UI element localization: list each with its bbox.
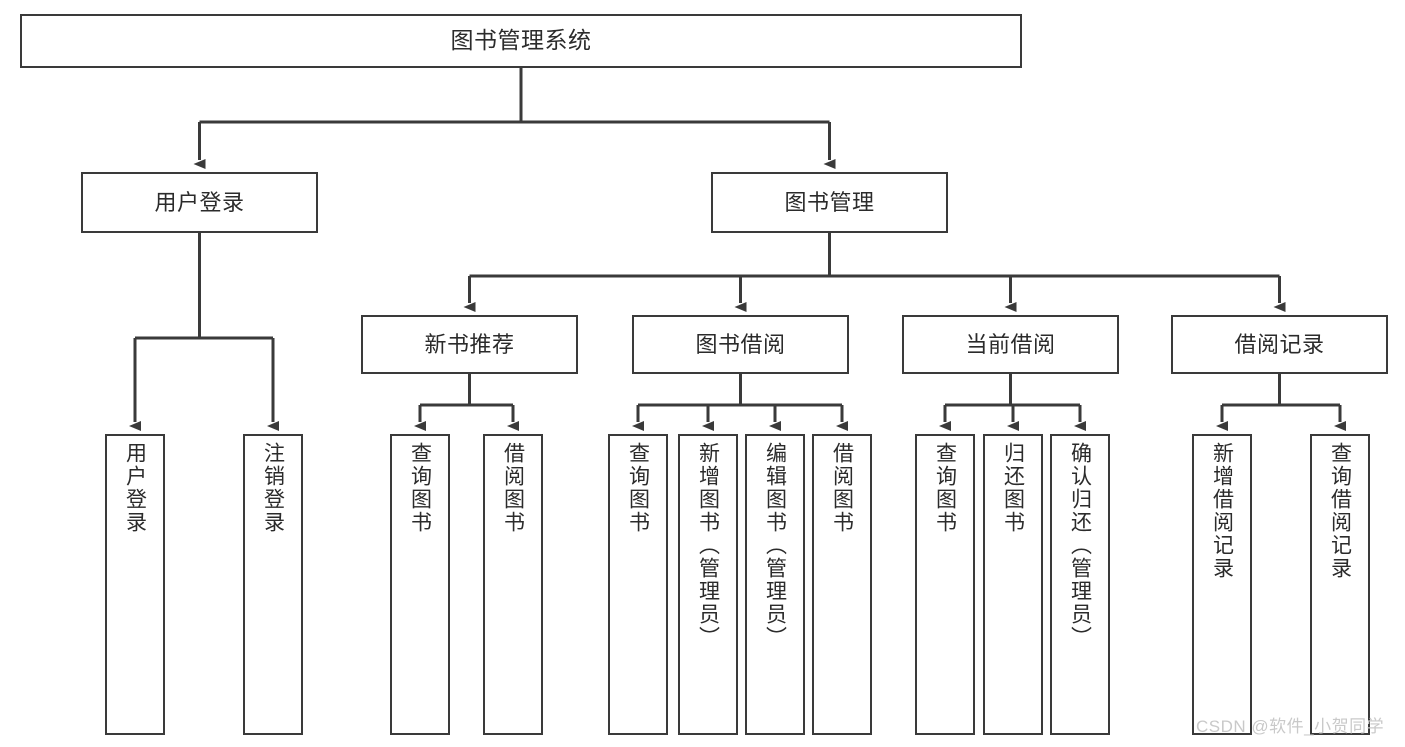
leaf-borrow-book-new[interactable]: 借阅图书 <box>483 434 543 735</box>
leaf-add-borrow-record[interactable]: 新增借阅记录 <box>1192 434 1252 735</box>
leaf-query-book-borrow[interactable]: 查询图书 <box>608 434 668 735</box>
leaf-borrow-book[interactable]: 借阅图书 <box>812 434 872 735</box>
node-label: 借阅图书 <box>830 442 854 534</box>
node-label: 用户登录 <box>154 189 245 215</box>
node-label: 注销登录 <box>261 442 285 534</box>
node-label: 新增借阅记录 <box>1210 442 1234 580</box>
node-root[interactable]: 图书管理系统 <box>20 14 1022 68</box>
leaf-query-borrow-record[interactable]: 查询借阅记录 <box>1310 434 1370 735</box>
leaf-edit-book-admin[interactable]: 编辑图书（管理员） <box>745 434 805 735</box>
node-label: 新增图书（管理员） <box>696 442 720 649</box>
node-label: 查询借阅记录 <box>1328 442 1352 580</box>
node-label: 查询图书 <box>626 442 650 534</box>
leaf-user-login[interactable]: 用户登录 <box>105 434 165 735</box>
node-label: 图书管理 <box>784 189 875 215</box>
node-label: 归还图书 <box>1001 442 1025 534</box>
leaf-add-book-admin[interactable]: 新增图书（管理员） <box>678 434 738 735</box>
leaf-query-book-current[interactable]: 查询图书 <box>915 434 975 735</box>
leaf-logout[interactable]: 注销登录 <box>243 434 303 735</box>
node-label: 编辑图书（管理员） <box>763 442 787 649</box>
node-label: 用户登录 <box>123 442 147 534</box>
node-label: 查询图书 <box>933 442 957 534</box>
leaf-return-book[interactable]: 归还图书 <box>983 434 1043 735</box>
node-label: 当前借阅 <box>965 331 1056 357</box>
node-label: 图书管理系统 <box>450 27 592 54</box>
node-label: 新书推荐 <box>424 331 515 357</box>
node-book-management[interactable]: 图书管理 <box>711 172 948 233</box>
node-user-login[interactable]: 用户登录 <box>81 172 318 233</box>
node-new-book-recommend[interactable]: 新书推荐 <box>361 315 578 374</box>
node-label: 图书借阅 <box>695 331 786 357</box>
node-borrow-records[interactable]: 借阅记录 <box>1171 315 1388 374</box>
leaf-query-book-new[interactable]: 查询图书 <box>390 434 450 735</box>
node-current-borrow[interactable]: 当前借阅 <box>902 315 1119 374</box>
node-label: 查询图书 <box>408 442 432 534</box>
node-label: 确认归还（管理员） <box>1068 442 1092 649</box>
leaf-confirm-return-admin[interactable]: 确认归还（管理员） <box>1050 434 1110 735</box>
node-label: 借阅记录 <box>1234 331 1325 357</box>
node-book-borrow[interactable]: 图书借阅 <box>632 315 849 374</box>
node-label: 借阅图书 <box>501 442 525 534</box>
